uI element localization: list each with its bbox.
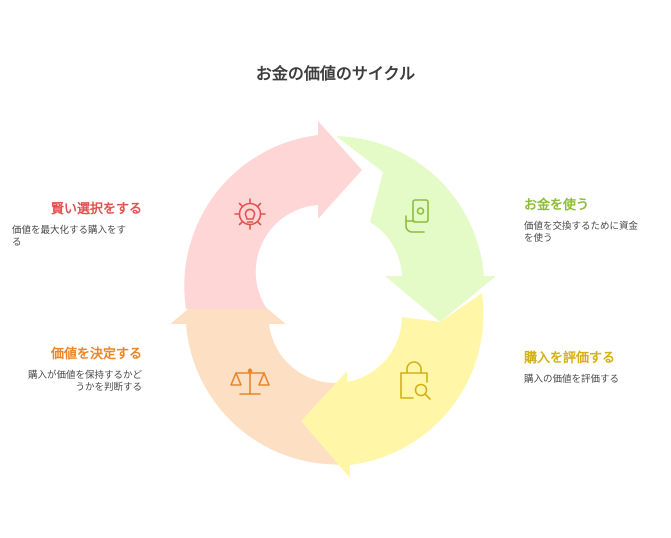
segment-smart-choice xyxy=(184,121,362,309)
balance-scale-icon xyxy=(230,368,270,395)
step-description-line: うかを判断する xyxy=(75,382,142,393)
money-hand-icon xyxy=(405,199,429,233)
step-title: 賢い選択をする xyxy=(50,202,142,217)
step-determine-value: 価値を決定する 購入が価値を保持するかど うかを判断する xyxy=(4,343,142,394)
step-description: 購入の価値を評価する xyxy=(524,374,664,386)
step-description-line: る xyxy=(12,237,22,248)
diagram-title: お金の価値のサイクル xyxy=(255,64,416,83)
gear-bulb-icon xyxy=(234,198,266,230)
step-evaluate-purchase: 購入を評価する 購入の価値を評価する xyxy=(524,347,664,386)
step-title: 価値を決定する xyxy=(50,347,142,362)
step-title: お金を使う xyxy=(524,198,590,213)
step-title: 購入を評価する xyxy=(524,351,616,366)
step-spend-money: お金を使う 価値を交換するために資金 を使う xyxy=(524,194,664,245)
step-description-line: 価値を交換するために資金 xyxy=(524,221,639,232)
step-smart-choice: 賢い選択をする 価値を最大化する購入をす る xyxy=(4,198,142,249)
step-description: 価値を最大化する購入をす る xyxy=(4,225,142,249)
step-description-line: 価値を最大化する購入をす xyxy=(12,225,127,236)
step-description: 購入が価値を保持するかど うかを判断する xyxy=(4,370,142,394)
shopping-bag-search-icon xyxy=(400,361,431,400)
step-description-line: 購入が価値を保持するかど xyxy=(27,370,142,381)
step-description-line: を使う xyxy=(524,233,553,244)
step-description: 価値を交換するために資金 を使う xyxy=(524,221,664,245)
step-description-line: 購入の価値を評価する xyxy=(524,374,620,385)
segment-spend-money xyxy=(336,136,496,322)
segment-evaluate-purchase xyxy=(301,293,484,478)
